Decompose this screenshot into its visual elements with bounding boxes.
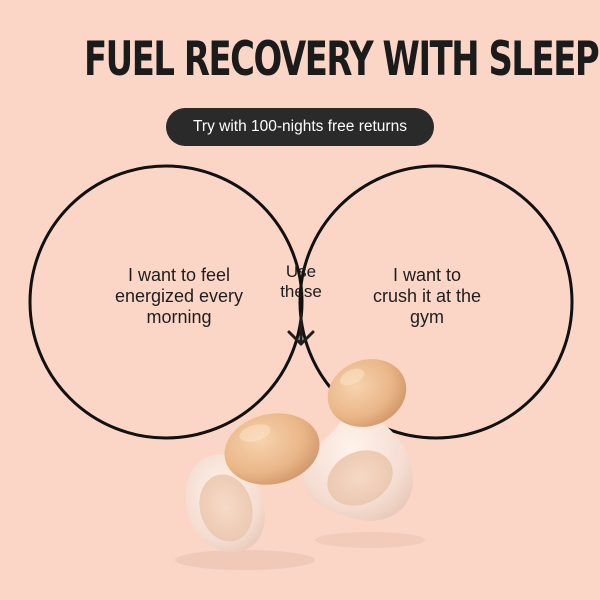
left-circle-label: I want to feel energized every morning xyxy=(114,265,244,327)
left-earplug xyxy=(185,413,320,552)
earplug-shadow xyxy=(315,532,425,548)
intersection-label: Use these xyxy=(280,262,322,301)
earplug-shadow xyxy=(175,550,315,570)
arrow-down-icon xyxy=(287,312,315,346)
free-returns-button[interactable]: Try with 100-nights free returns xyxy=(166,108,434,146)
headline: FUEL RECOVERY WITH SLEEP xyxy=(83,32,600,87)
right-earplug xyxy=(301,359,413,521)
left-circle xyxy=(28,164,304,440)
right-circle xyxy=(298,164,574,440)
right-circle-label: I want to crush it at the gym xyxy=(372,265,482,327)
